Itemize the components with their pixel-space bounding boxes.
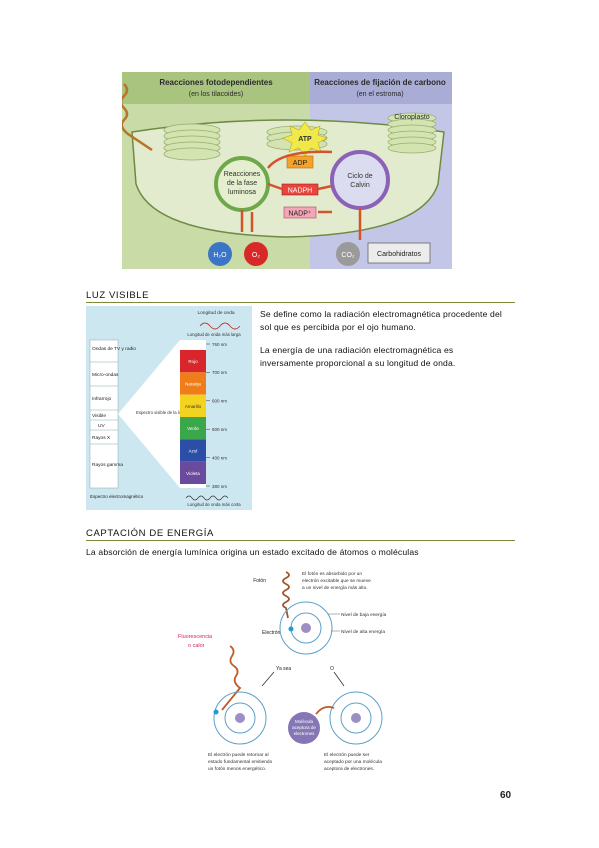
color-band-4 [180, 439, 206, 462]
o2-label: O₂ [252, 252, 260, 259]
chloroplast-label: Cloroplasto [394, 114, 430, 121]
photon-label: Fotón [253, 578, 266, 584]
note-right-2: aceptado por una molécula [324, 759, 382, 765]
level-low-label: Nivel de baja energía [341, 612, 387, 618]
calvin-l1: Ciclo de [347, 173, 372, 180]
color-band-2 [180, 394, 206, 417]
scale-label-5: 380 nm [212, 484, 227, 489]
page-number: 60 [500, 790, 512, 801]
band-radio: Ondas de TV y radio [92, 346, 136, 352]
acceptor-l3: electrones [294, 731, 316, 736]
header-left-sub: (en los tilacoides) [189, 91, 243, 98]
excitation-diagram: Fotón El fotón es absorbido por un elect… [178, 571, 387, 772]
color-band-0 [180, 350, 206, 373]
color-band-5 [180, 461, 206, 484]
scale-label-1: 700 nm [212, 370, 227, 375]
paragraph-energy-wavelength: La energía de una radiación electromagné… [260, 345, 456, 368]
note-left-3: un fotón menos energético. [208, 766, 266, 772]
header-right-title: Reacciones de fijación de carbono [314, 78, 446, 87]
color-band-label-4: Azul [189, 449, 198, 454]
note-top-1: El fotón es absorbido por un [302, 571, 362, 577]
adp-label: ADP [293, 160, 308, 167]
wavelength-title: Longitud de onda [197, 310, 234, 316]
band-micro: Micro-ondas [92, 372, 119, 378]
co2-label: CO₂ [341, 252, 355, 259]
section-rule [86, 540, 515, 541]
branch-left: Ya sea [276, 666, 291, 672]
light-reactions-l1: Reacciones [224, 171, 261, 178]
fluorescence-l1: Fluorescencia [178, 634, 213, 640]
color-band-label-2: Amarillo [185, 404, 202, 409]
light-reactions-l3: luminosa [228, 189, 256, 196]
section-title-energy-capture: CAPTACIÓN DE ENERGÍA [86, 528, 214, 539]
note-top-3: a un nivel de energía más alto. [302, 585, 368, 591]
h2o-label: H₂O [213, 252, 227, 259]
band-visible: Visible [92, 413, 106, 419]
spectrum-diagram: Ondas de TV y radio Micro-ondas Infrarro… [86, 306, 252, 510]
note-right-1: El electrón puede ser [324, 752, 370, 758]
longer-wavelength: Longitud de onda más larga [187, 332, 241, 337]
photosynthesis-diagram: Reacciones fotodependientes (en los tila… [122, 72, 452, 269]
band-gamma: Rayos gamma [92, 462, 123, 468]
paragraph-visible-light-definition: Se define como la radiación electromagné… [260, 309, 502, 332]
scale-label-2: 600 nm [212, 399, 227, 404]
section-rule [86, 302, 515, 303]
section-subtitle: La absorción de energía lumínica origina… [86, 547, 419, 557]
note-left-1: El electrón puede retornar al [208, 752, 269, 758]
electron-label: Electrón [262, 630, 281, 636]
note-right-3: aceptora de electrones. [324, 766, 374, 772]
band-xray: Rayos X [92, 435, 111, 441]
scale-label-4: 400 nm [212, 455, 227, 460]
header-left-title: Reacciones fotodependientes [159, 78, 273, 87]
carbs-label: Carbohidratos [377, 251, 421, 258]
acceptor-l1: Molécula [295, 719, 314, 724]
note-top-2: electrón excitable que se mueve [302, 578, 371, 584]
band-ir: Infrarrojo [92, 396, 112, 402]
color-band-label-3: Verde [187, 426, 199, 431]
light-reactions-l2: de la fase [227, 180, 257, 187]
color-band-label-1: Naranja [185, 382, 201, 387]
color-band-3 [180, 417, 206, 440]
spectrum-footer: Espectro electromagnético [90, 494, 144, 499]
visible-spectrum-label: Espectro visible de la luz visible [136, 410, 197, 415]
band-uv: UV [98, 423, 105, 429]
acceptor-l2: aceptora de [292, 725, 316, 730]
atp-label: ATP [298, 136, 312, 143]
color-band-label-5: Violeta [186, 471, 200, 476]
note-left-2: estado fundamental emitiendo [208, 759, 273, 765]
nadph-label: NADPH [288, 188, 313, 195]
header-right-sub: (en el estroma) [356, 91, 403, 98]
scale-label-3: 500 nm [212, 427, 227, 432]
calvin-l2: Calvin [350, 182, 370, 189]
shorter-wavelength: Longitud de onda más corta [187, 502, 241, 507]
color-band-label-0: Rojo [188, 359, 198, 364]
color-band-1 [180, 372, 206, 395]
nadp-label: NADP⁺ [288, 211, 311, 218]
branch-right: O [330, 666, 334, 672]
scale-label-0: 760 nm [212, 342, 227, 347]
section-title-visible-light: LUZ VISIBLE [86, 290, 150, 301]
fluorescence-l2: o calor [188, 643, 205, 649]
level-high-label: Nivel de alta energía [341, 629, 385, 635]
